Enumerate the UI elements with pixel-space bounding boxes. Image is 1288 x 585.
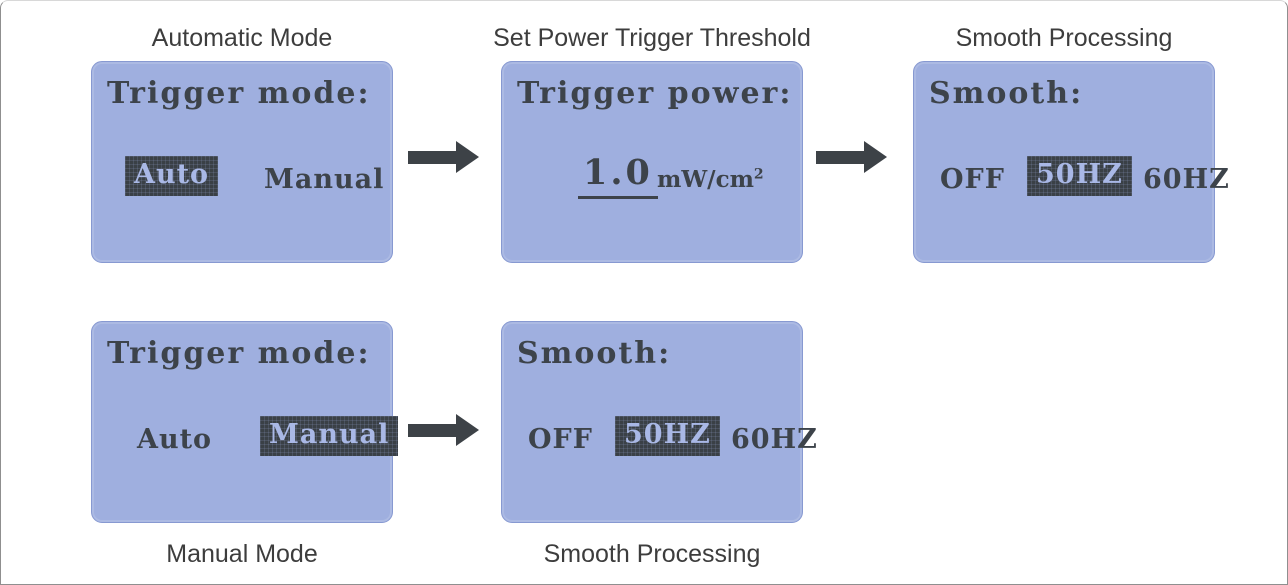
lcd-option-off: OFF xyxy=(940,164,1005,195)
lcd-screen-trigger-mode-manual: Trigger mode: Auto Manual xyxy=(91,321,393,523)
lcd-option-60hz: 60HZ xyxy=(1143,164,1230,195)
lcd-option-off: OFF xyxy=(528,424,593,455)
lcd-option-auto: Auto xyxy=(125,156,218,196)
lcd-heading-smooth: Smooth: xyxy=(929,76,1084,111)
step-label-smooth-processing-bottom: Smooth Processing xyxy=(543,540,761,568)
arrow-head xyxy=(456,414,479,446)
lcd-heading-trigger-mode: Trigger mode: xyxy=(107,336,371,371)
arrow-shaft xyxy=(408,151,456,164)
lcd-heading-trigger-mode: Trigger mode: xyxy=(107,76,371,111)
arrow-right-icon xyxy=(408,414,480,446)
lcd-power-value: 1.0 xyxy=(578,152,658,199)
arrow-head xyxy=(864,141,887,173)
step-label-set-power-trigger-threshold: Set Power Trigger Threshold xyxy=(493,24,811,52)
lcd-option-50hz: 50HZ xyxy=(1027,156,1132,196)
lcd-heading-trigger-power: Trigger power: xyxy=(517,76,793,111)
arrow-shaft xyxy=(816,151,864,164)
arrow-shaft xyxy=(408,424,456,437)
lcd-power-unit-text: mW/cm xyxy=(657,166,754,193)
lcd-option-manual: Manual xyxy=(264,164,385,195)
lcd-option-manual: Manual xyxy=(260,416,398,456)
lcd-screen-trigger-mode-auto: Trigger mode: Auto Manual xyxy=(91,61,393,263)
arrow-right-icon xyxy=(816,141,888,173)
lcd-option-auto: Auto xyxy=(137,424,213,455)
lcd-screen-smooth-bottom: Smooth: OFF 50HZ 60HZ xyxy=(501,321,817,523)
lcd-power-unit: mW/cm2 xyxy=(657,166,764,193)
step-label-smooth-processing-top: Smooth Processing xyxy=(955,24,1173,52)
lcd-power-unit-exponent: 2 xyxy=(753,166,764,183)
arrow-head xyxy=(456,141,479,173)
step-label-manual-mode: Manual Mode xyxy=(166,540,318,568)
step-label-automatic-mode: Automatic Mode xyxy=(151,24,333,52)
lcd-screen-trigger-power: Trigger power: 1.0 mW/cm2 xyxy=(501,61,803,263)
lcd-heading-smooth: Smooth: xyxy=(517,336,672,371)
arrow-right-icon xyxy=(408,141,480,173)
lcd-option-60hz: 60HZ xyxy=(731,424,818,455)
lcd-screen-smooth-top: Smooth: OFF 50HZ 60HZ xyxy=(913,61,1229,263)
lcd-option-50hz: 50HZ xyxy=(615,416,720,456)
